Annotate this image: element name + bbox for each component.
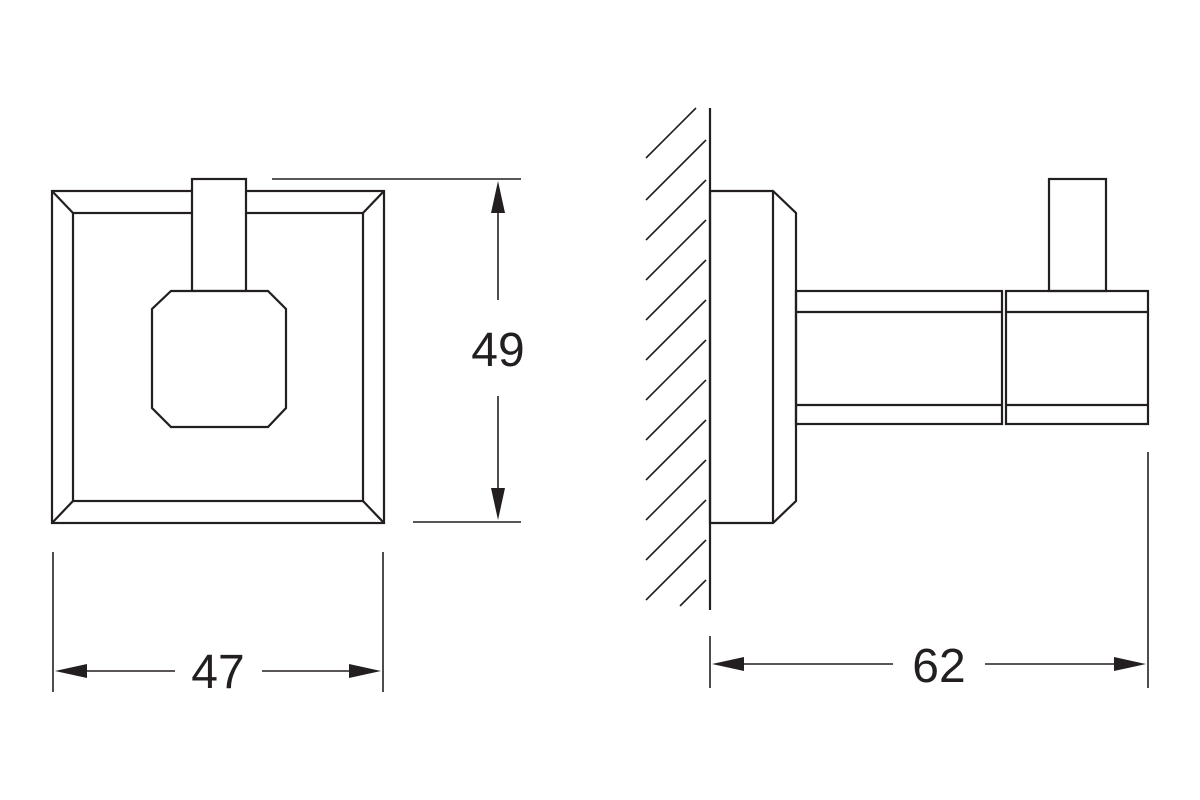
width-arrow-right xyxy=(349,664,381,678)
height-dimension-label: 49 xyxy=(471,324,524,377)
front-view xyxy=(50,177,386,525)
side-base-plate xyxy=(708,189,798,525)
side-view xyxy=(645,107,1150,610)
side-arm xyxy=(794,289,1004,426)
front-hook-stem xyxy=(190,177,248,293)
front-hook-head xyxy=(150,289,288,429)
width-dimension-label: 47 xyxy=(191,646,244,699)
side-hook-post xyxy=(1047,177,1108,293)
width-arrow-left xyxy=(55,664,87,678)
depth-arrow-left xyxy=(712,657,744,671)
depth-dimension: 62 xyxy=(709,452,1149,693)
side-hook-head xyxy=(1004,289,1150,426)
wall-hatching xyxy=(645,107,707,607)
depth-arrow-right xyxy=(1114,657,1146,671)
height-arrow-bottom xyxy=(491,488,505,520)
depth-dimension-label: 62 xyxy=(912,640,965,693)
height-arrow-top xyxy=(491,181,505,213)
front-bevel-corners xyxy=(51,190,385,524)
width-dimension: 47 xyxy=(52,552,384,699)
height-dimension: 49 xyxy=(272,178,525,523)
